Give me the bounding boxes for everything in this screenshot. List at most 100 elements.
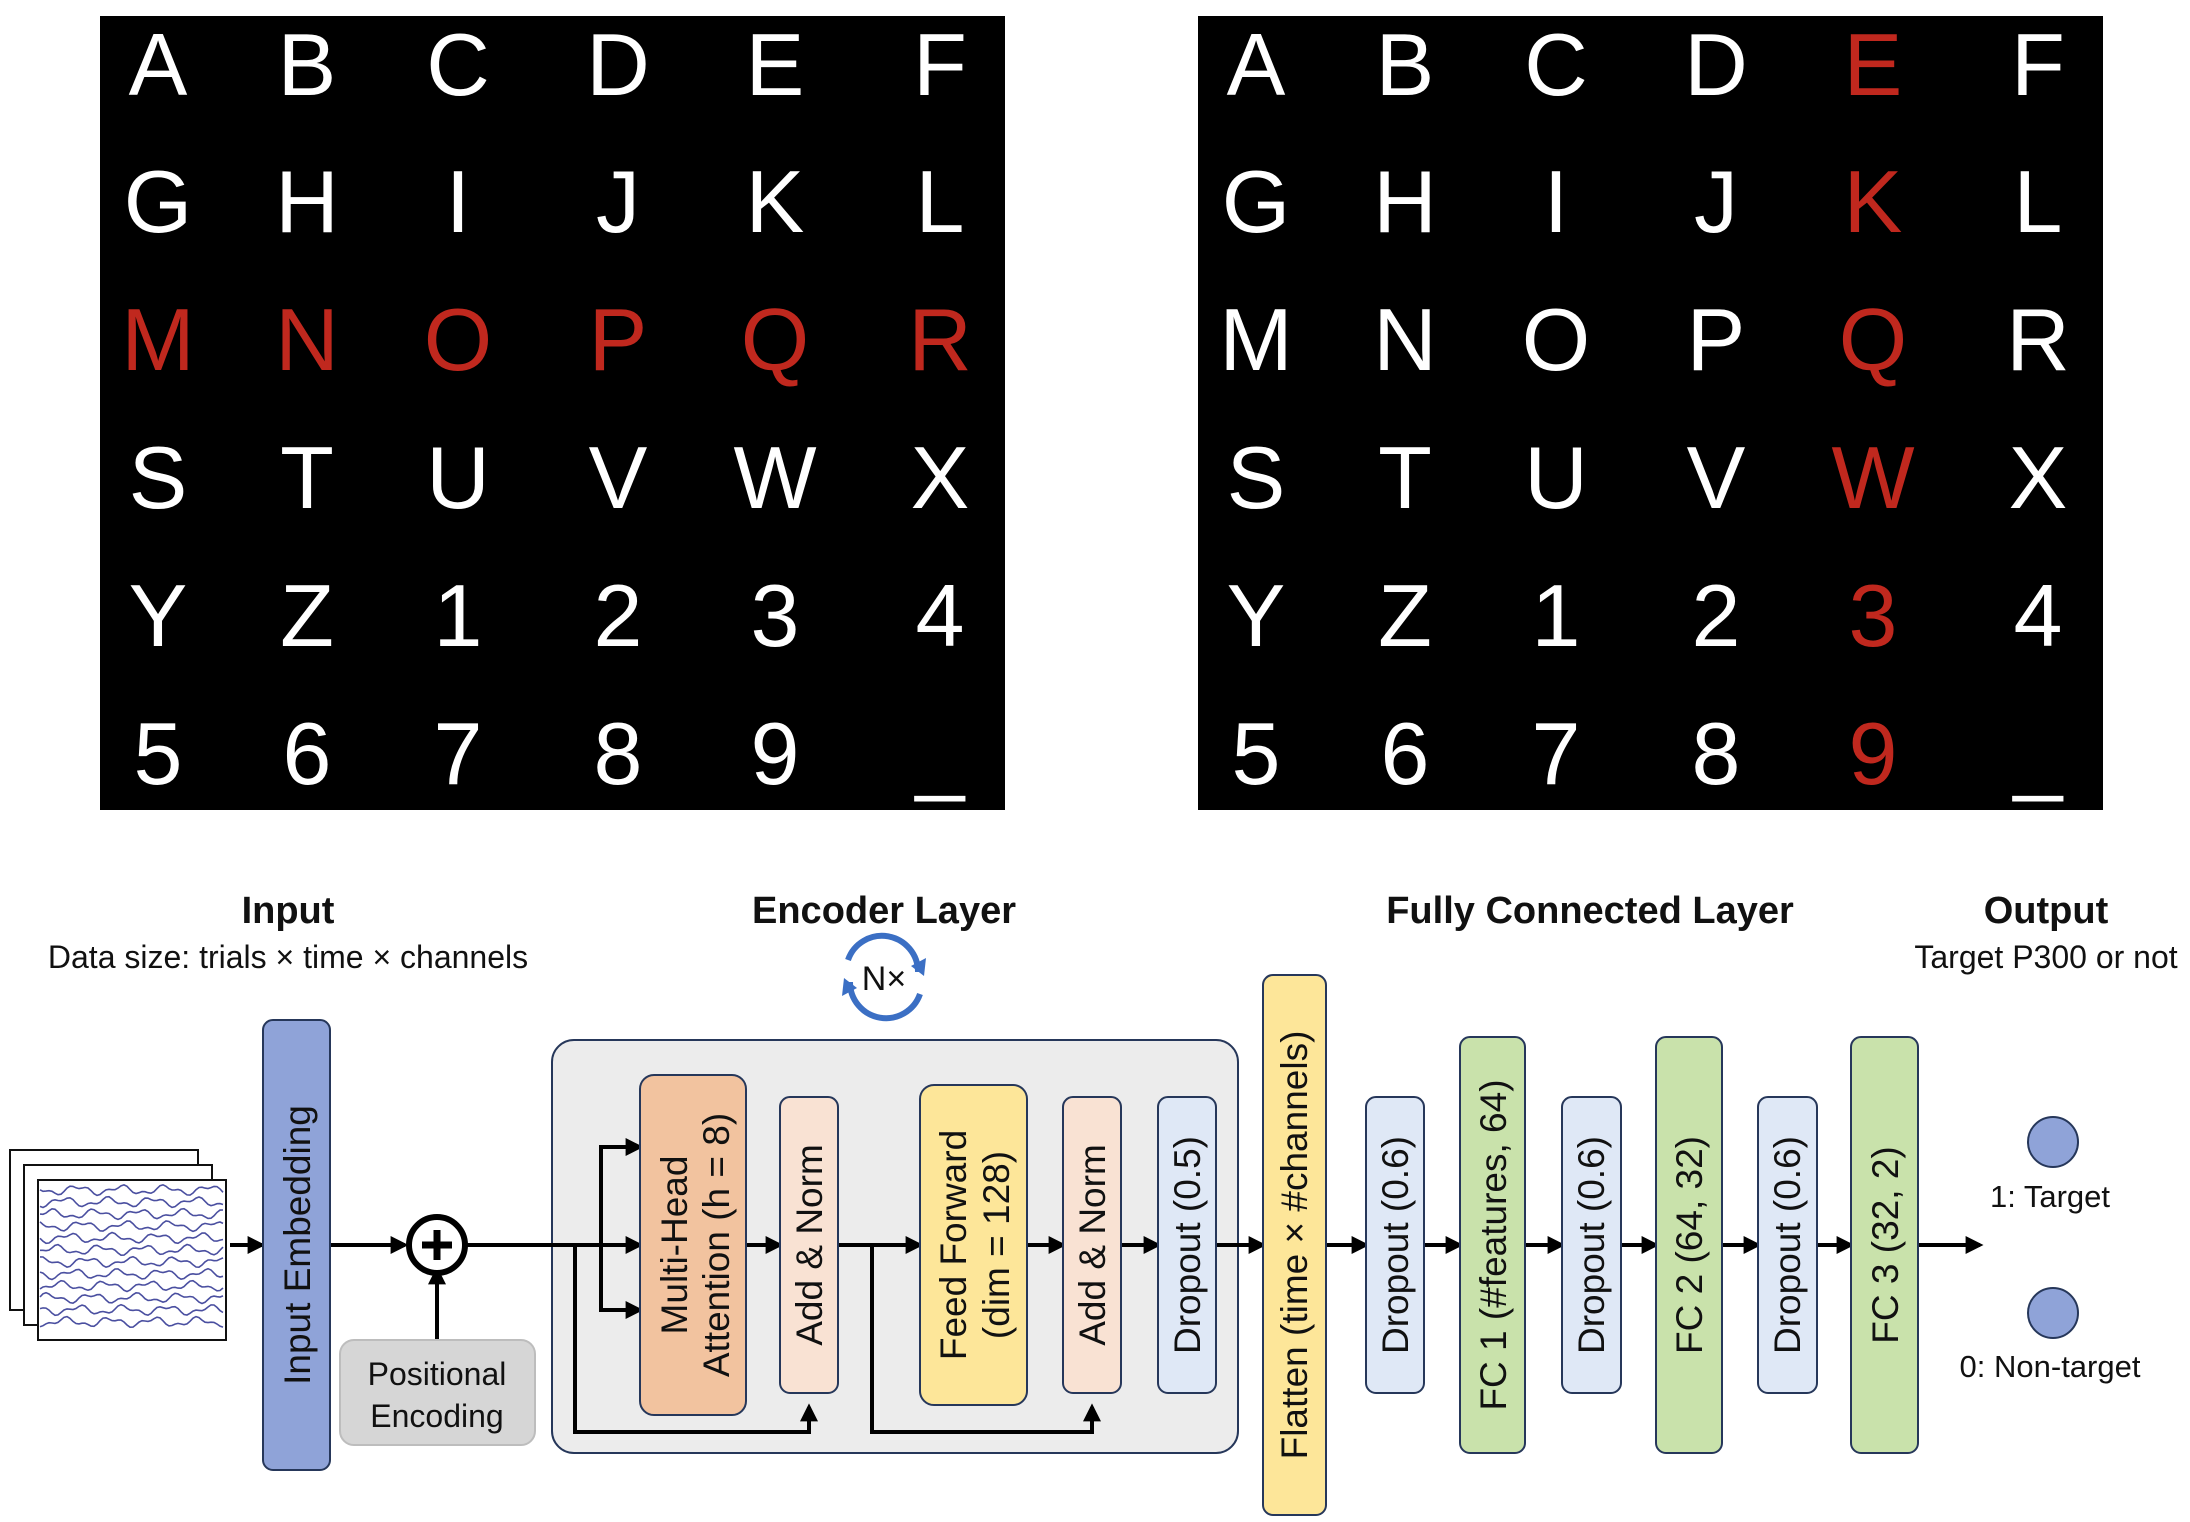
speller-left-cell-2-2: O — [424, 290, 492, 389]
speller-left-cell-5-3: 8 — [594, 704, 643, 803]
speller-panel-right-bg — [1198, 16, 2103, 810]
encoder-dropout-box — [1157, 1096, 1217, 1394]
speller-right-cell-5-1: 6 — [1381, 704, 1430, 803]
fc1-box — [1459, 1036, 1526, 1454]
speller-left-cell-4-5: 4 — [916, 566, 965, 665]
input-subtitle: Data size: trials × time × channels — [48, 939, 528, 975]
feed-forward-line1: Feed Forward — [933, 1130, 974, 1360]
eeg-wave-line — [39, 1267, 224, 1281]
fc-title: Fully Connected Layer — [1386, 890, 1794, 932]
add-norm-1-box — [779, 1096, 839, 1394]
speller-left-cell-3-5: X — [911, 428, 970, 527]
repeat-label: N× — [862, 960, 906, 998]
speller-right-cell-2-3: P — [1687, 290, 1746, 389]
fc-dropout-3-box — [1757, 1096, 1818, 1394]
encoder-dropout-label: Dropout (0.5) — [1167, 1136, 1208, 1354]
eeg-wave-line — [39, 1183, 224, 1197]
output-subtitle: Target P300 or not — [1914, 939, 2177, 975]
eeg-trials-icon — [9, 1149, 227, 1341]
speller-left-cell-3-2: U — [426, 428, 490, 527]
fc-dropout-2-box — [1561, 1096, 1622, 1394]
speller-left-cell-2-4: Q — [741, 290, 809, 389]
add-norm-2-box — [1062, 1096, 1122, 1394]
speller-right-cell-3-0: S — [1227, 428, 1286, 527]
fc3-label: FC 3 (32, 2) — [1865, 1146, 1906, 1343]
fc2-box — [1655, 1036, 1723, 1454]
speller-right-cell-4-1: Z — [1378, 566, 1432, 665]
eeg-wave-line — [39, 1291, 224, 1305]
input-embedding-label: Input Embedding — [277, 1105, 318, 1385]
speller-right-cell-0-4: E — [1844, 15, 1903, 114]
speller-panel-left-bg — [100, 16, 1005, 810]
speller-left-cell-2-3: P — [589, 290, 648, 389]
fc-dropout-2-label: Dropout (0.6) — [1571, 1136, 1612, 1354]
speller-left-cell-5-1: 6 — [283, 704, 332, 803]
multi-head-attention-line1: Multi-Head — [654, 1156, 695, 1335]
output-title: Output — [1984, 890, 2109, 932]
output-target-label: 1: Target — [1990, 1179, 2110, 1214]
multi-head-attention-line2: Attention (h = 8) — [696, 1113, 737, 1377]
output-nontarget-label: 0: Non-target — [1960, 1349, 2141, 1384]
speller-right-cell-1-5: L — [2014, 152, 2063, 251]
repeat-icon: N× — [842, 932, 926, 1022]
speller-right-cell-2-2: O — [1522, 290, 1590, 389]
speller-left-cell-4-1: Z — [280, 566, 334, 665]
speller-left-cell-4-2: 1 — [434, 566, 483, 665]
speller-left-cell-0-4: E — [746, 15, 805, 114]
positional-encoding-line2: Encoding — [370, 1398, 503, 1434]
encoder-title: Encoder Layer — [752, 890, 1016, 932]
speller-right-cell-3-4: W — [1831, 428, 1914, 527]
speller-left-cell-0-2: C — [426, 15, 490, 114]
speller-right-cell-2-4: Q — [1839, 290, 1907, 389]
fc1-label: FC 1 (#features, 64) — [1473, 1079, 1514, 1410]
speller-left-cell-5-5: _ — [914, 704, 966, 803]
fc3-box — [1850, 1036, 1919, 1454]
speller-left-cell-1-5: L — [916, 152, 965, 251]
eeg-waves — [39, 1183, 224, 1329]
speller-left-cell-3-1: T — [280, 428, 334, 527]
fc2-label: FC 2 (64, 32) — [1669, 1136, 1710, 1354]
speller-right-cell-0-5: F — [2011, 15, 2065, 114]
speller-left-cell-3-4: W — [733, 428, 816, 527]
add-symbol — [406, 1214, 468, 1276]
speller-right-cell-4-0: Y — [1227, 566, 1286, 665]
speller-left-cell-5-2: 7 — [434, 704, 483, 803]
speller-left-cell-1-0: G — [124, 152, 192, 251]
speller-right-cell-5-3: 8 — [1692, 704, 1741, 803]
speller-right-cell-3-2: U — [1524, 428, 1588, 527]
speller-right-cell-2-0: M — [1219, 290, 1292, 389]
speller-left-cell-1-4: K — [746, 152, 805, 251]
speller-right-cell-1-4: K — [1844, 152, 1903, 251]
speller-right-cell-0-1: B — [1376, 15, 1435, 114]
speller-right-cell-3-1: T — [1378, 428, 1432, 527]
eeg-wave-line — [39, 1231, 224, 1245]
eeg-wave-line — [39, 1220, 224, 1233]
speller-right-cell-4-3: 2 — [1692, 566, 1741, 665]
speller-right-cell-3-3: V — [1687, 428, 1746, 527]
speller-right-cell-5-0: 5 — [1232, 704, 1281, 803]
flatten-label: Flatten (time × #channels) — [1274, 1031, 1315, 1460]
add-norm-2-label: Add & Norm — [1072, 1144, 1113, 1346]
speller-left-cell-4-4: 3 — [751, 566, 800, 665]
speller-left-cell-5-0: 5 — [134, 704, 183, 803]
eeg-wave-line — [39, 1255, 224, 1269]
eeg-wave-line — [39, 1303, 224, 1317]
speller-left-cell-3-0: S — [129, 428, 188, 527]
output-node-nontarget — [2027, 1287, 2079, 1339]
flatten-box — [1262, 974, 1327, 1516]
speller-left-cell-4-3: 2 — [594, 566, 643, 665]
speller-left-cell-0-1: B — [278, 15, 337, 114]
speller-right-cell-4-5: 4 — [2014, 566, 2063, 665]
speller-left-cell-2-0: M — [121, 290, 194, 389]
positional-encoding-box — [339, 1339, 536, 1446]
eeg-wave-line — [39, 1195, 224, 1209]
speller-right-cell-5-2: 7 — [1532, 704, 1581, 803]
connectors — [230, 1138, 1984, 1434]
eeg-wave-line — [39, 1315, 224, 1329]
speller-right-cell-1-1: H — [1373, 152, 1437, 251]
